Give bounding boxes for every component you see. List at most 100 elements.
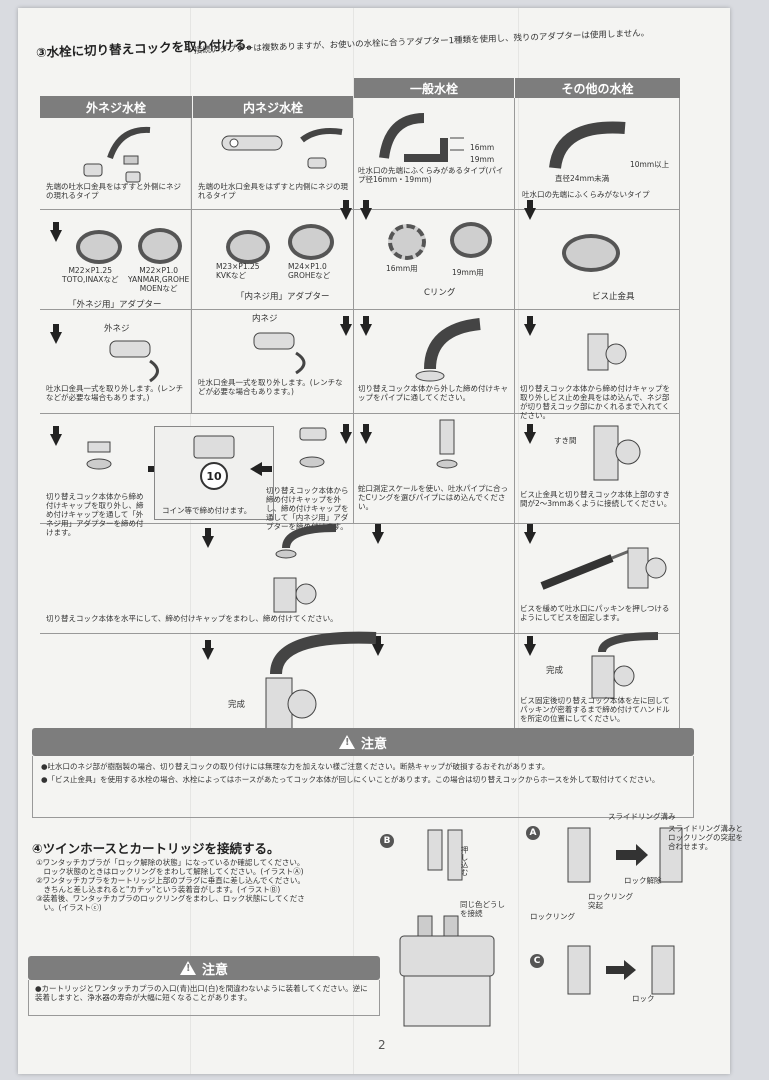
cartridge-connection-illustration [399,829,495,1027]
down-arrow [524,636,536,656]
inner-thread-faucet-illustration [221,128,343,169]
screwdriver-illustration [540,547,667,590]
step4-instructions: ①ワンタッチカプラが「ロック解除の状態」になっているか確認してください。 ロック… [36,858,386,912]
complete-label: 完成 [228,700,246,710]
slide-note: スライドリング溝みと ロックリングの突起を 合わせます。 [668,824,743,851]
lock-release-label: ロック解除 [624,876,662,885]
caution-title: 注意 [360,736,387,752]
cell [192,118,354,210]
instruction-sheet: ③水栓に切り替えコックを取り付ける。 接続アダプターは複数ありますが、お使いの水… [18,8,743,1074]
inner-attach-text: 切り替えコック本体から締め付けキャップを外し、締め付けキャップを通して「内ネジ用… [266,486,349,531]
general-step1-text: 切り替えコック本体から外した締め付けキャップをパイプに通してください。 [358,384,508,402]
adapter-m22-125 [76,230,122,264]
other-dim-10: 10mm以上 [630,160,670,169]
cell [192,310,354,414]
other-gap-illustration [593,425,641,481]
adapter-m22-10-label: M22×P1.0 YANMAR,GROHE MOENなど [128,266,190,293]
down-arrow [372,636,384,656]
header-other: その他の水栓 [515,78,680,98]
other-step4-text: ビス固定後切り替えコック本体を左に回してパッキンが密着するまで締め付けてハンドル… [520,696,670,723]
other-dim-24: 直径24mm未満 [555,174,610,183]
caution-bar: 注意 [32,728,694,756]
cell [354,210,515,310]
adapter-m24 [288,224,334,260]
label-b: B [380,834,394,848]
other-faucet-illustration [549,121,626,169]
general-cring-illustration [436,419,458,469]
lock-illustration [567,945,675,995]
gap-label: すき間 [554,436,577,445]
c-ring-16-label: 16mm用 [386,264,418,273]
warning-icon [338,735,355,749]
cell [515,98,680,210]
cell [40,310,192,414]
warning-icon [179,961,196,975]
general-desc: 吐水口の先端にふくらみがあるタイプ(パイプ径16mm・19mm) [358,166,504,184]
same-color-label: 同じ色どうし を接続 [460,900,505,918]
outer-thread-faucet-illustration [83,126,151,183]
cell [40,118,192,210]
header-general: 一般水栓 [354,78,514,98]
step4-item: ②ワンタッチカプラをカートリッジ上部のプラグに垂直に差し込んでください。 [36,876,305,885]
adapter-m23 [226,230,270,264]
common-step-text: 切り替えコック本体を水平にして、締め付けキャップをまわし、締め付けてください。 [46,614,338,623]
lock-ring-protrusion-label: ロックリング 突起 [588,892,633,910]
inner-thread-desc: 先端の吐水口金具をはずすと内側にネジの現れるタイプ [198,182,348,200]
outer-attach-text: 切り替えコック本体から締め付けキャップを取り外し、締め付けキャップを通して「外ネ… [46,492,144,537]
c-ring-label: Cリング [424,288,456,298]
label-a: A [526,826,540,840]
down-arrow [202,528,214,548]
cell [354,98,515,210]
slide-ring-label: スライドリング溝み [608,812,676,821]
lock-ring-label: ロックリング [530,912,575,921]
inner-attach-illustration [299,427,327,468]
tighten-cap-illustration [273,524,337,613]
caution2-title: 注意 [201,962,228,978]
adapter-m23-label: M23×P1.25 KVKなど [216,262,260,280]
cell [515,524,680,634]
step3-note: 接続アダプターは複数ありますが、お使いの水栓に合うアダプター1種類を使用し、残り… [193,28,650,56]
down-arrow [524,200,536,220]
caution2-bar: 注意 [28,956,380,980]
cell [515,414,680,524]
down-arrow [360,424,372,444]
down-arrow [524,524,536,544]
down-arrow [360,316,372,336]
label-c: C [530,954,544,968]
down-arrow [340,316,352,336]
caution2-body: ●カートリッジとワンタッチカプラの入口(青)出口(白)を間違わないように装着して… [28,980,380,1016]
cell [40,414,354,524]
down-arrow [50,426,62,446]
inner-remove-text: 吐水口金具一式を取り外します。(レンチなどが必要な場合もあります。) [198,378,343,396]
caution-item: ●「ビス止金具」を使用する水栓の場合、水栓によってはホースがあたってコック本体が… [41,775,660,784]
fold-line [353,8,354,1074]
down-arrow [202,640,214,660]
cell [515,310,680,414]
inner-tag: 内ネジ [252,314,278,324]
header-outer-thread: 外ネジ水栓 [40,96,192,118]
outer-remove-illustration [109,340,159,383]
adapter-m22-125-label: M22×P1.25 TOTO,INAXなど [62,266,119,284]
general-dim-16: 16mm [470,143,495,152]
cell [515,210,680,310]
header-inner-thread: 内ネジ水栓 [193,96,353,118]
complete-faucet-illustration [265,631,377,731]
fold-line [190,8,191,1074]
lock-release-illustration [567,827,683,883]
outer-tag: 外ネジ [104,324,130,334]
general-step2-text: 蛇口測定スケールを使い、吐水パイプに合ったCリングを選びパイプにはめ込んでくださ… [358,484,508,511]
coin-tightening-illustration [193,435,235,459]
outer-attach-illustration [86,441,112,470]
general-faucet-illustration [379,113,464,162]
general-dim-19: 19mm [470,155,495,164]
c-ring-19-label: 19mm用 [452,268,484,277]
adapter-m24-label: M24×P1.0 GROHEなど [288,262,331,280]
outer-remove-text: 吐水口金具一式を取り外します。(レンチなどが必要な場合もあります。) [46,384,184,402]
down-arrow [372,524,384,544]
caution2-text: ●カートリッジとワンタッチカプラの入口(青)出口(白)を間違わないように装着して… [35,984,368,1002]
installation-grid: 外ネジ水栓 内ネジ水栓 一般水栓 その他の水栓 先端の吐水口金具をは [40,78,680,736]
screw-fitting-label: ビス止金具 [592,292,635,302]
other-step2-text: ビス止金具と切り替えコック本体上部のすき間が2〜3mmあくように接続してください… [520,490,672,508]
outer-adapter-label: 「外ネジ用」アダプター [68,300,162,310]
page-number: 2 [378,1038,386,1052]
